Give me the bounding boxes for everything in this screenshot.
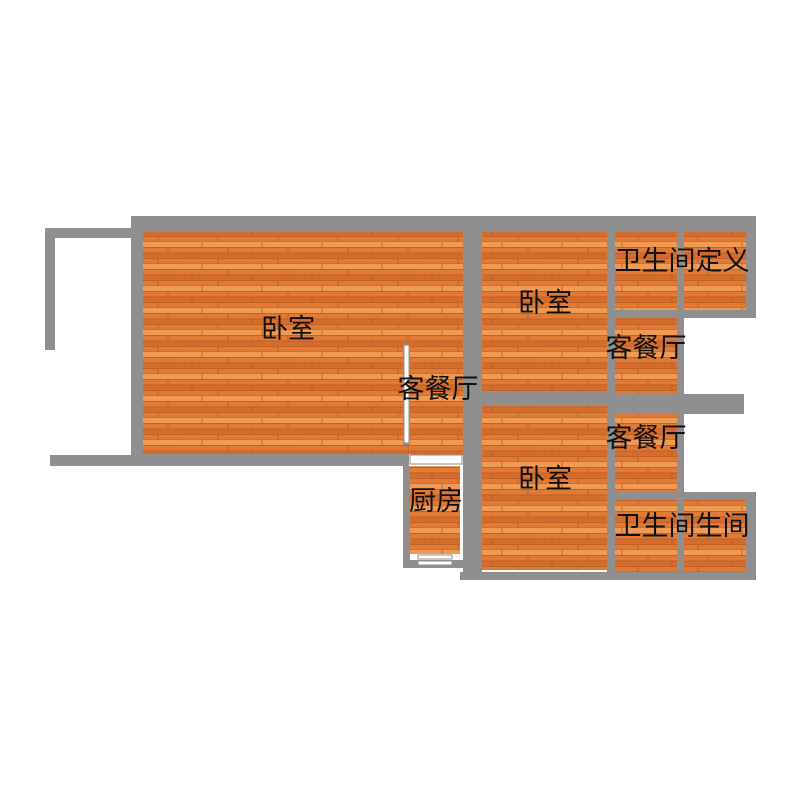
wall-between-right-bedrooms [482,392,607,405]
wall-under-upper-bath [607,310,756,318]
walls [45,216,756,580]
label-bedroom-large: 卧室 [261,314,315,345]
floor-bathroom-lower-right [684,500,746,572]
wall-above-lower-bath [607,492,756,500]
wall-bedroom-bottom [131,454,409,466]
floor-areas [143,232,746,572]
label-kitchen: 厨房 [409,486,463,517]
wall-balcony-top [45,228,137,238]
floor-living-dining-center [410,345,463,455]
label-living-dining-upper-right: 客餐厅 [606,333,687,364]
floor-bathroom-upper-left [615,232,677,310]
label-bedroom-upper-right: 卧室 [518,288,572,319]
floor-bedroom-lower-right [482,405,607,570]
wall-right-outer-upper [746,216,756,316]
wall-kitchen-left-lower [403,466,410,568]
wall-middle-right-stub [607,394,744,414]
wall-top-outer [131,216,756,232]
window-kitchen-bottom-2 [417,560,453,566]
door-kitchen-top[interactable] [409,454,463,465]
openings [403,344,463,566]
wall-left-outer [131,216,143,466]
wall-right-outer-lower [746,492,756,578]
wall-balcony-bottom [50,455,140,466]
room-labels: 卧室 客餐厅 厨房 卧室 卧室 卫生间定义 客餐厅 客餐厅 卫生间生间 [261,246,750,542]
label-living-dining-lower-right: 客餐厅 [606,423,687,454]
wall-balcony-left [45,228,55,350]
floor-bathroom-upper-right [684,232,746,310]
label-bathroom-lower: 卫生间生间 [615,511,750,542]
floor-kitchen [410,466,460,554]
window-kitchen-bottom-1 [417,554,453,560]
wall-bottom-right [460,572,756,580]
label-bathroom-upper: 卫生间定义 [615,246,750,277]
wall-middle-vertical [463,216,482,578]
floor-bedroom-upper-right [482,232,607,392]
floor-living-dining-upper-right [615,318,677,396]
door-living-left[interactable] [403,344,410,444]
label-bedroom-lower-right: 卧室 [518,464,572,495]
floor-living-dining-lower-right [615,405,677,493]
floor-bathroom-lower-left [615,500,677,572]
label-living-dining-center: 客餐厅 [398,374,479,405]
